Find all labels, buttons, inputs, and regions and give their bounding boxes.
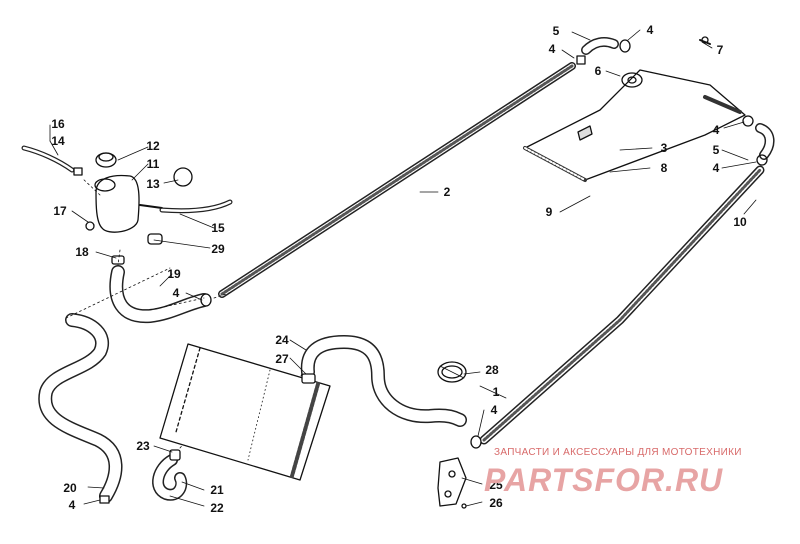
- radiator: [159, 343, 331, 481]
- callout-2: 2: [443, 185, 451, 199]
- hose-19: [109, 265, 212, 324]
- clamp-bottom-right: [470, 435, 482, 449]
- callout-4g: 4: [68, 498, 76, 512]
- hose-21: [152, 449, 188, 501]
- callout-3: 3: [660, 141, 668, 155]
- callout-19: 19: [167, 267, 181, 281]
- callout-29: 29: [211, 242, 225, 256]
- hose-20: [38, 313, 123, 504]
- leader-lines: [49, 29, 757, 507]
- callout-4d: 4: [712, 161, 720, 175]
- callout-28: 28: [485, 363, 499, 377]
- callout-4c: 4: [712, 123, 720, 137]
- callout-24: 24: [275, 333, 289, 347]
- right-connector-hose: [742, 115, 775, 166]
- hose-24: [300, 335, 467, 427]
- callout-4f: 4: [490, 403, 498, 417]
- callout-4e: 4: [172, 286, 180, 300]
- coolant-tube-upper: [218, 62, 576, 298]
- watermark-tagline: ЗАПЧАСТИ И АКСЕССУАРЫ ДЛЯ МОТОТЕХНИКИ: [494, 447, 742, 458]
- upper-connector-hose: [576, 36, 711, 65]
- callout-11: 11: [146, 157, 160, 171]
- callout-7: 7: [716, 43, 724, 57]
- hose-clamp-28: [437, 361, 467, 383]
- callout-27: 27: [275, 352, 289, 366]
- callout-8: 8: [660, 161, 668, 175]
- callout-16: 16: [51, 117, 65, 131]
- callout-17: 17: [53, 204, 67, 218]
- callout-1: 1: [492, 385, 500, 399]
- callout-10: 10: [733, 215, 747, 229]
- callout-25: 25: [489, 478, 503, 492]
- bracket-25: [437, 457, 467, 509]
- callout-5b: 5: [712, 143, 720, 157]
- heat-exchanger: [523, 69, 746, 182]
- callout-12: 12: [146, 139, 160, 153]
- callout-15: 15: [211, 221, 225, 235]
- callout-4b: 4: [548, 42, 556, 56]
- coolant-tube-lower: [479, 165, 765, 445]
- callout-20: 20: [63, 481, 77, 495]
- callout-22: 22: [210, 501, 224, 515]
- callout-13: 13: [146, 177, 160, 191]
- watermark-logo: PARTSFOR.RU: [484, 462, 724, 498]
- callout-14: 14: [51, 134, 65, 148]
- callout-23: 23: [136, 439, 150, 453]
- callout-4a: 4: [646, 23, 654, 37]
- callout-9: 9: [545, 205, 553, 219]
- callout-26: 26: [489, 496, 503, 510]
- callout-6: 6: [594, 64, 602, 78]
- coolant-reservoir: [85, 152, 233, 265]
- callout-21: 21: [210, 483, 224, 497]
- overflow-hose: [21, 145, 83, 176]
- callout-5a: 5: [552, 24, 560, 38]
- callout-18: 18: [75, 245, 89, 259]
